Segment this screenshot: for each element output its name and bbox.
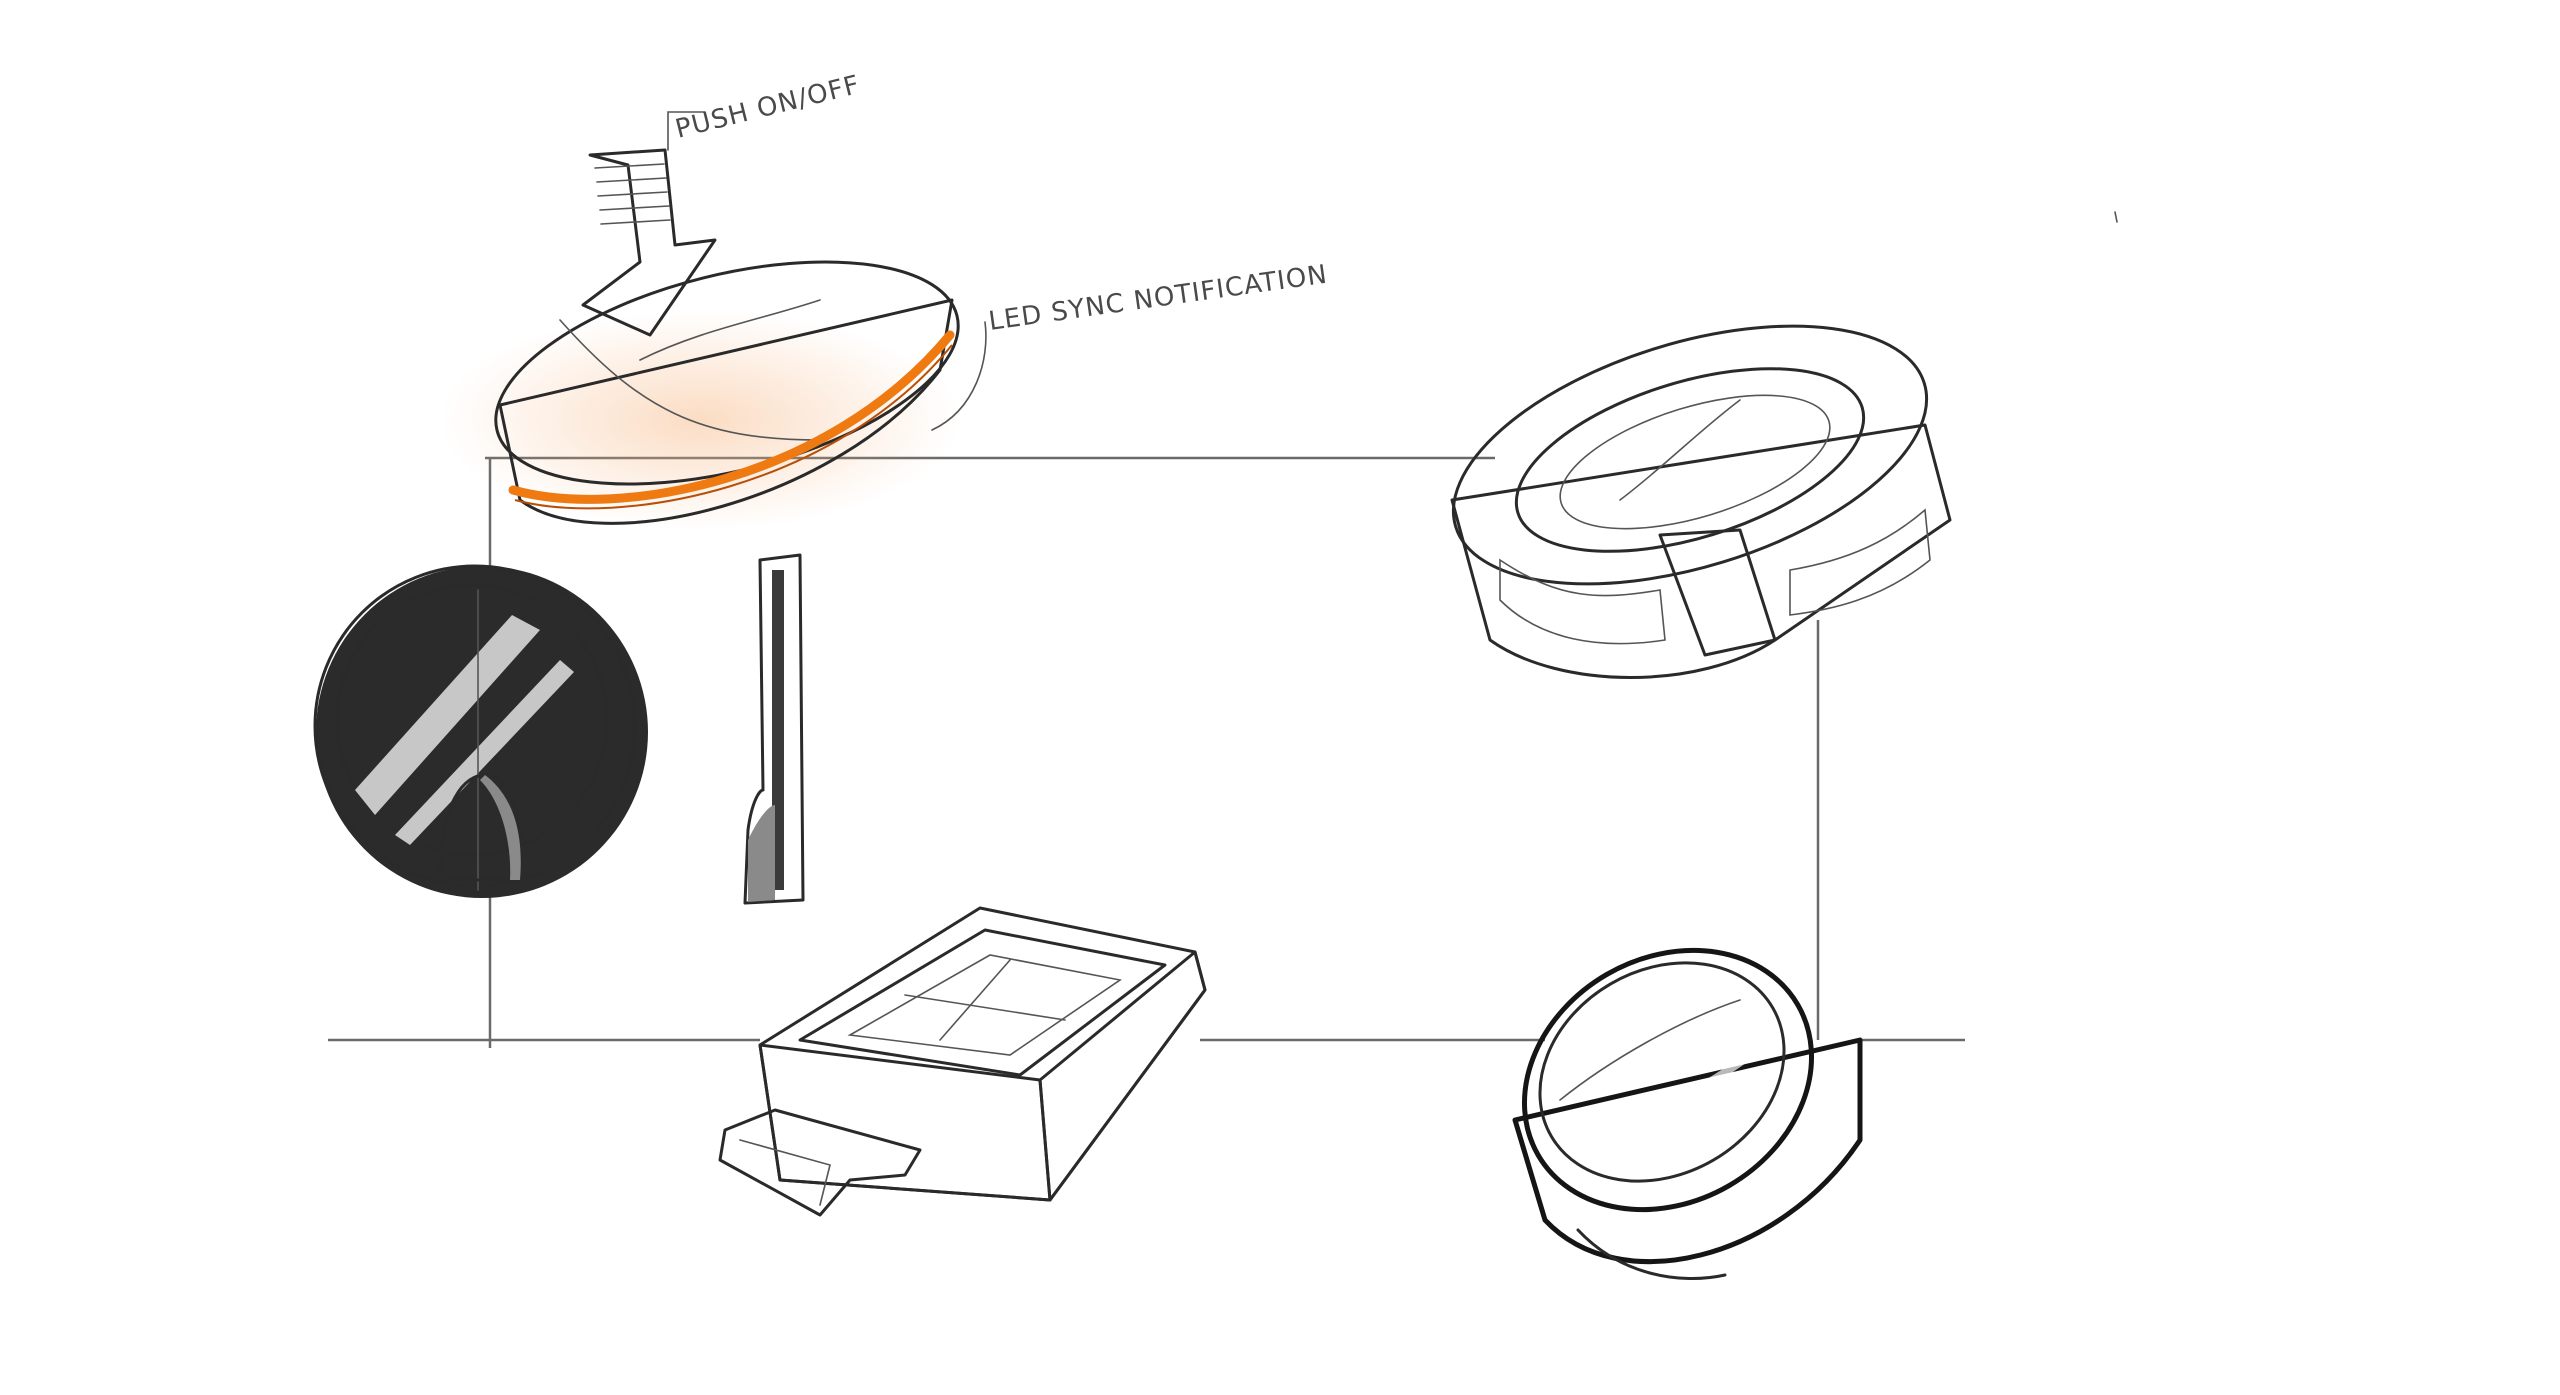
dial-front-sketch [313, 564, 648, 898]
push-arrow-icon [581, 148, 717, 337]
construction-lines [328, 211, 2118, 1048]
round-puck-sketch [1512, 947, 1863, 1281]
dial-side-profile-sketch [743, 553, 805, 905]
push-on-off-label: PUSH ON/OFF [672, 70, 863, 145]
puck-led-sketch [440, 260, 960, 530]
square-tray-sketch [718, 906, 1207, 1217]
led-band [508, 330, 955, 504]
led-sync-label: LED SYNC NOTIFICATION [987, 260, 1330, 337]
ring-puck-sketch [1450, 324, 1952, 679]
